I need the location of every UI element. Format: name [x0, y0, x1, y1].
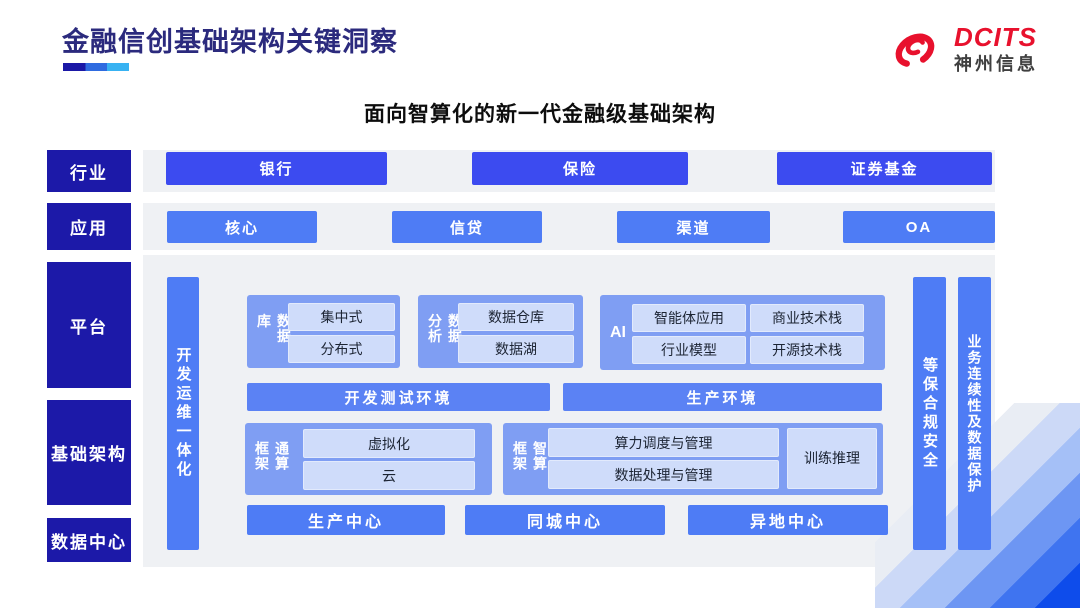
security-compliance-bar: 等保合规安全 [913, 277, 946, 550]
remote-center: 异地中心 [688, 505, 888, 535]
title-underline [63, 63, 129, 71]
ai-agent-application: 智能体应用 [632, 304, 746, 332]
production-environment-bar: 生产环境 [563, 383, 882, 411]
industry-bank: 银行 [166, 152, 387, 185]
sidebar-item-application: 应用 [47, 203, 131, 250]
general-compute-label: 通算框架 [254, 441, 290, 471]
database-centralized: 集中式 [288, 303, 395, 331]
sidebar-item-infrastructure: 基础架构 [47, 400, 131, 505]
dcits-swirl-icon [895, 33, 935, 67]
industry-securities-fund: 证券基金 [777, 152, 992, 185]
ai-group: AI 智能体应用 商业技术栈 行业模型 开源技术栈 [600, 295, 885, 370]
application-credit: 信贷 [392, 211, 542, 243]
ai-industry-model: 行业模型 [632, 336, 746, 364]
data-lake: 数据湖 [458, 335, 574, 363]
business-continuity-label: 业务连续性及数据保护 [966, 333, 983, 494]
application-oa: OA [843, 211, 995, 243]
dcits-logo: DCITS 神州信息 [888, 18, 1048, 80]
same-city-center: 同城中心 [465, 505, 665, 535]
ai-opensource-stack: 开源技术栈 [750, 336, 864, 364]
dev-test-environment-bar: 开发测试环境 [247, 383, 550, 411]
industry-insurance: 保险 [472, 152, 688, 185]
application-channel: 渠道 [617, 211, 770, 243]
sidebar-item-platform: 平台 [47, 262, 131, 388]
cloud: 云 [303, 461, 475, 490]
ai-group-label: AI [610, 323, 626, 341]
data-warehouse: 数据仓库 [458, 303, 574, 331]
sidebar-item-industry: 行业 [47, 150, 131, 192]
logo-brand: DCITS [954, 22, 1037, 53]
database-group: 数据库 集中式 分布式 [247, 295, 400, 368]
general-compute-group: 通算框架 虚拟化 云 [245, 423, 492, 495]
production-center: 生产中心 [247, 505, 445, 535]
database-distributed: 分布式 [288, 335, 395, 363]
diagram-title: 面向智算化的新一代金融级基础架构 [364, 103, 716, 126]
security-compliance-label: 等保合规安全 [921, 356, 938, 471]
data-analytics-group: 数据分析 数据仓库 数据湖 [418, 295, 583, 368]
devops-integration-label: 开发运维一体化 [174, 347, 192, 480]
training-inference: 训练推理 [787, 428, 877, 489]
intelligent-compute-label: 智算框架 [512, 441, 548, 471]
compute-scheduling-management: 算力调度与管理 [548, 428, 779, 457]
logo-company: 神州信息 [954, 53, 1038, 74]
devops-integration-bar: 开发运维一体化 [167, 277, 199, 550]
ai-commercial-stack: 商业技术栈 [750, 304, 864, 332]
data-processing-management: 数据处理与管理 [548, 460, 779, 489]
virtualization: 虚拟化 [303, 429, 475, 458]
application-core: 核心 [167, 211, 317, 243]
intelligent-compute-group: 智算框架 算力调度与管理 数据处理与管理 训练推理 [503, 423, 883, 495]
sidebar-item-datacenter: 数据中心 [47, 518, 131, 562]
business-continuity-bar: 业务连续性及数据保护 [958, 277, 991, 550]
logo-text: DCITS 神州信息 [954, 24, 1038, 73]
page-title: 金融信创基础架构关键洞察 [62, 27, 398, 57]
